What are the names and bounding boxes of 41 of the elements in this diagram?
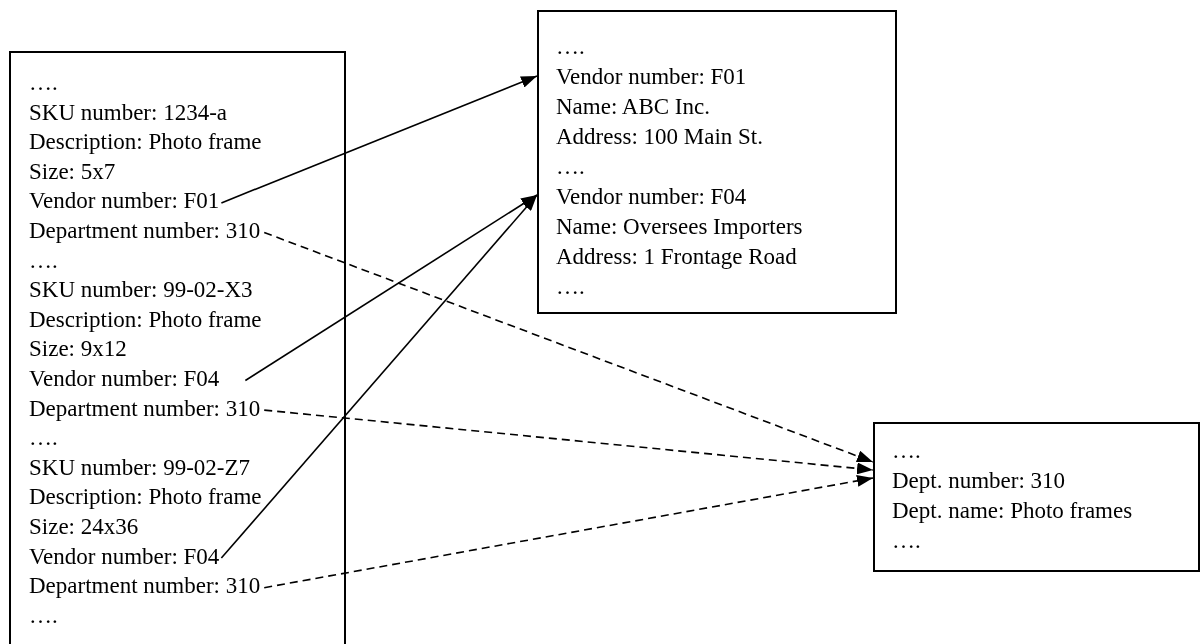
field-text: …. <box>556 273 586 301</box>
field-text: Name: ABC Inc. <box>556 93 711 121</box>
field-text: …. <box>892 527 922 555</box>
field-text: Department number: 310 <box>29 571 261 602</box>
field-text: Size: 5x7 <box>29 157 116 186</box>
field-text: Vendor number: F04 <box>29 541 220 572</box>
field-text: Name: Oversees Importers <box>556 213 803 241</box>
field-text: SKU number: 99-02-Z7 <box>29 453 251 482</box>
field-text: Size: 24x36 <box>29 513 139 541</box>
arrow <box>263 474 874 589</box>
field-text: SKU number: 1234-a <box>29 98 228 127</box>
field-text: …. <box>29 246 58 275</box>
field-text: SKU number: 99-02-X3 <box>29 276 253 305</box>
arrow <box>220 75 538 204</box>
field-text: Size: 9x12 <box>29 335 127 364</box>
field-text: …. <box>29 69 58 97</box>
field-text: …. <box>556 153 586 181</box>
field-text: Dept. number: 310 <box>892 467 1067 495</box>
record-box <box>873 422 1200 572</box>
field-text: Address: 100 Main St. <box>556 123 764 151</box>
field-text: Address: 1 Frontage Road <box>556 243 798 271</box>
field-text: Description: Photo frame <box>29 483 262 512</box>
field-text: Description: Photo frame <box>29 128 262 157</box>
field-text: Dept. name: Photo frames <box>892 497 1133 525</box>
field-text: Vendor number: F04 <box>556 183 748 211</box>
field-text: Department number: 310 <box>29 393 261 424</box>
field-text: Vendor number: F01 <box>556 63 748 91</box>
field-text: Vendor number: F04 <box>29 364 220 394</box>
field-text: Department number: 310 <box>29 216 261 246</box>
record-box <box>537 10 897 314</box>
arrow <box>263 231 874 463</box>
arrow <box>244 194 538 382</box>
field-text: Description: Photo frame <box>29 305 262 334</box>
arrow <box>220 194 538 559</box>
record-box <box>9 51 346 644</box>
field-text: …. <box>29 601 58 630</box>
field-text: …. <box>892 437 922 465</box>
field-text: …. <box>29 424 58 453</box>
arrow <box>263 409 874 475</box>
field-text: …. <box>556 33 586 61</box>
field-text: Vendor number: F01 <box>29 186 220 217</box>
